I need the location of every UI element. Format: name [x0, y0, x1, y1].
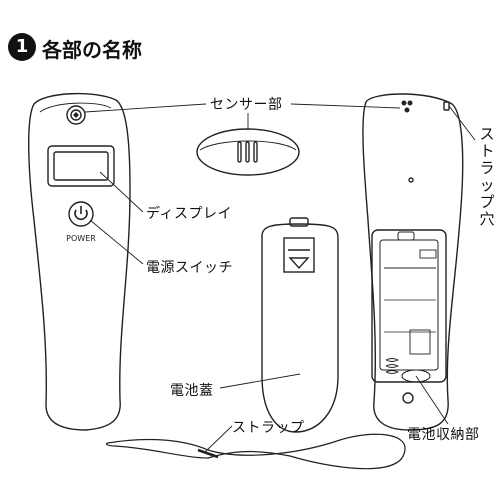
- back-dot: [407, 100, 413, 106]
- label-strap-hole-char: ラ: [479, 159, 495, 177]
- label-strap-hole: ストラップ穴: [478, 126, 496, 228]
- battery-compartment-shape: [371, 229, 447, 404]
- strap-shape: [105, 433, 406, 470]
- back-dot: [401, 100, 407, 106]
- sensor-icon: [66, 105, 86, 125]
- label-strap-hole-char: プ: [479, 193, 495, 211]
- device-front-body: [28, 92, 131, 431]
- leader-lines: [84, 103, 476, 453]
- device-back-body: [362, 93, 464, 431]
- sensor-detail: [196, 128, 300, 176]
- battery-cover-shape: [261, 217, 339, 433]
- label-battery-cover: 電池蓋: [170, 383, 214, 399]
- label-strap-hole-char: 穴: [479, 210, 495, 228]
- section-number-badge: 1: [8, 33, 36, 61]
- section-title-text: 各部の名称: [42, 38, 142, 62]
- label-power-switch: 電源スイッチ: [146, 260, 233, 276]
- display-screen: [47, 145, 115, 187]
- back-dot: [404, 107, 410, 113]
- label-strap: ストラップ: [232, 420, 305, 436]
- label-strap-hole-char: ト: [479, 142, 495, 160]
- label-battery-compartment: 電池収納部: [407, 427, 480, 443]
- device-front-inner-edge: [39, 102, 112, 113]
- label-sensor: センサー部: [210, 97, 283, 113]
- label-strap-hole-char: ス: [479, 125, 495, 143]
- back-screw-hole: [408, 177, 414, 183]
- label-display: ディスプレイ: [146, 206, 233, 222]
- power-button-text: POWER: [66, 234, 96, 243]
- strap-hole: [443, 101, 450, 111]
- power-button: [68, 201, 94, 227]
- power-icon: [74, 206, 88, 221]
- label-strap-hole-char: ッ: [479, 176, 495, 194]
- display-screen-inner: [53, 151, 109, 181]
